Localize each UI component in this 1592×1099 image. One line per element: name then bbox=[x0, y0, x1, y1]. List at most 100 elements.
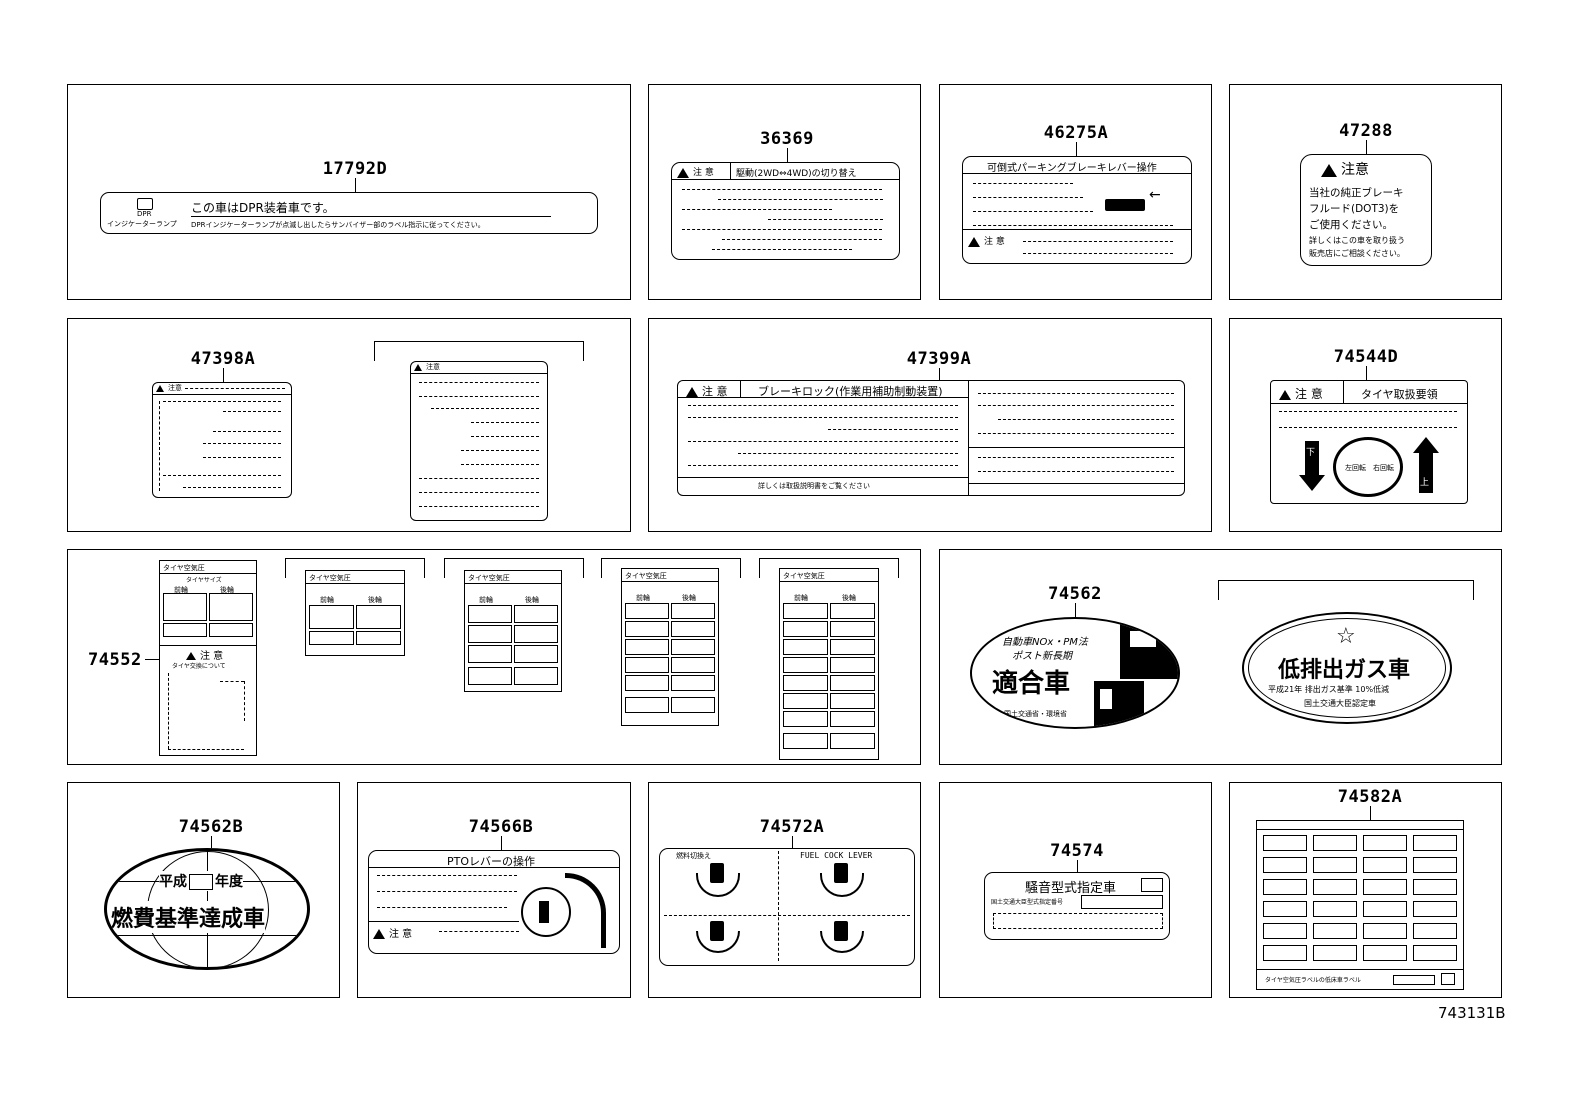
label-74572A: 燃料切換え FUEL COCK LEVER bbox=[659, 848, 915, 966]
part-number: 74572A bbox=[759, 817, 825, 837]
variant-bracket bbox=[285, 558, 425, 578]
label-74562B: 平成年度 燃費基準達成車 bbox=[104, 848, 310, 970]
panel-74574: 74574 騒音型式指定車 国土交通大臣型式指定番号 bbox=[939, 782, 1212, 998]
label-footer: 詳しくは取扱説明書をご覧ください bbox=[758, 482, 870, 490]
dial-right: 右回転 bbox=[1373, 464, 1394, 472]
star-icon: ☆ bbox=[1336, 624, 1356, 649]
variant-bracket bbox=[374, 341, 584, 361]
part-number: 74544D bbox=[1333, 347, 1399, 367]
label-title: タイヤ空気圧 bbox=[163, 564, 205, 572]
dpr-lamp-icon bbox=[137, 198, 153, 210]
text-line-4: 詳しくはこの車を取り扱う bbox=[1309, 236, 1405, 245]
arrow-text-down: 下 bbox=[1306, 448, 1316, 458]
part-number: 36369 bbox=[760, 129, 814, 149]
label-47398A-variant: 注意 bbox=[410, 361, 548, 521]
text-line-1: 自動車NOx・PM法 bbox=[1002, 637, 1088, 648]
leader-line bbox=[1366, 140, 1367, 154]
warning-icon bbox=[414, 363, 422, 371]
panel-46275A: 46275A 可倒式パーキングブレーキレバー操作 ← 注 意 bbox=[939, 84, 1212, 300]
leader-line bbox=[787, 148, 788, 162]
label-big-text: 適合車 bbox=[992, 669, 1071, 699]
caution-badge: 注 意 bbox=[677, 165, 714, 178]
label-74574: 騒音型式指定車 国土交通大臣型式指定番号 bbox=[984, 872, 1170, 940]
caution-badge: 注 意 bbox=[968, 234, 1005, 247]
label-title: タイヤ空気圧 bbox=[309, 574, 351, 582]
warning-icon bbox=[968, 236, 980, 247]
label-74562: 自動車NOx・PM法 ポスト新長期 適合車 国土交通省・環境省 bbox=[970, 617, 1180, 729]
part-number: 47398A bbox=[190, 349, 256, 369]
panel-74562B: 74562B 平成年度 燃費基準達成車 bbox=[67, 782, 340, 998]
label-title: ブレーキロック(作業用補助制動装置) bbox=[758, 385, 943, 398]
warning-icon bbox=[156, 384, 164, 392]
part-number: 74574 bbox=[1050, 841, 1104, 861]
part-number: 74562B bbox=[178, 817, 244, 837]
down-arrow-icon bbox=[1305, 441, 1319, 479]
panel-17792D: 17792D DPR インジケーターランプ この車はDPR装着車です。 DPRイ… bbox=[67, 84, 631, 300]
label-74582A: タイヤ空気圧ラベルの低床車ラベル bbox=[1256, 820, 1464, 990]
label-title: 可倒式パーキングブレーキレバー操作 bbox=[987, 163, 1157, 174]
label-47399A: 注 意 ブレーキロック(作業用補助制動装置) 詳しくは取扱説明書をご覧ください bbox=[677, 380, 1185, 496]
dial-left: 左回転 bbox=[1345, 464, 1366, 472]
panel-74562: 74562 自動車NOx・PM法 ポスト新長期 適合車 国土交通省・環境省 ☆ … bbox=[939, 549, 1502, 765]
part-number: 47399A bbox=[906, 349, 972, 369]
label-74552-v1: タイヤ空気圧 前輪 後輪 bbox=[305, 570, 405, 656]
part-number: 74566B bbox=[468, 817, 534, 837]
label-title: タイヤ取扱要領 bbox=[1361, 388, 1438, 401]
panel-74544D: 74544D 注 意 タイヤ取扱要領 下 左回転 右回転 上 bbox=[1229, 318, 1502, 532]
label-17792D: DPR インジケーターランプ この車はDPR装着車です。 DPRインジケーターラ… bbox=[100, 192, 598, 234]
label-74552: タイヤ空気圧 タイヤサイズ 前輪 後輪 注 意 タイヤ交換について bbox=[159, 560, 257, 756]
front-header: 前輪 bbox=[636, 594, 650, 602]
panel-74582A: 74582A タイヤ空気圧ラベルの低床車ラベル bbox=[1229, 782, 1502, 998]
text-line-2: 国土交通大臣認定車 bbox=[1304, 699, 1376, 708]
caution-badge: 注 意 bbox=[686, 383, 728, 399]
label-title: この車はDPR装着車です。 bbox=[191, 201, 335, 215]
label-big-text: 燃費基準達成車 bbox=[111, 901, 266, 933]
label-74552-v4: タイヤ空気圧 前輪 後輪 bbox=[779, 568, 879, 760]
leader-line bbox=[1366, 366, 1367, 380]
label-74552-v3: タイヤ空気圧 前輪 後輪 bbox=[621, 568, 719, 726]
text-line-2: ポスト新長期 bbox=[1012, 651, 1072, 662]
warning-icon bbox=[186, 652, 196, 660]
leader-line bbox=[1077, 860, 1078, 872]
panel-47288: 47288 注意 当社の純正ブレーキ フルード(DOT3)を ご使用ください。 … bbox=[1229, 84, 1502, 300]
number-blank bbox=[1141, 878, 1163, 892]
warning-icon bbox=[677, 167, 689, 178]
part-number: 47288 bbox=[1339, 121, 1393, 141]
diagram-id: 743131B bbox=[1438, 1004, 1506, 1022]
caution-badge: 注 意 bbox=[186, 647, 223, 662]
label-footer: タイヤ空気圧ラベルの低床車ラベル bbox=[1265, 977, 1361, 984]
part-number: 46275A bbox=[1043, 123, 1109, 143]
label-74552-v2: タイヤ空気圧 前輪 後輪 bbox=[464, 570, 562, 692]
label-47288: 注意 当社の純正ブレーキ フルード(DOT3)を ご使用ください。 詳しくはこの… bbox=[1300, 154, 1432, 266]
panel-47399A: 47399A 注 意 ブレーキロック(作業用補助制動装置) 詳しくは取扱説明書を… bbox=[648, 318, 1212, 532]
caution-badge: 注 意 bbox=[373, 925, 412, 940]
front-header: 前輪 bbox=[479, 596, 493, 604]
label-title: 騒音型式指定車 bbox=[1025, 881, 1117, 896]
label-title: PTOレバーの操作 bbox=[447, 855, 536, 868]
rear-header: 後輪 bbox=[842, 594, 856, 602]
caution-heading: 注意 bbox=[1321, 159, 1369, 179]
leader-line bbox=[792, 836, 793, 850]
caution-badge: 注意 bbox=[414, 362, 440, 372]
label-title: タイヤ空気圧 bbox=[625, 572, 667, 580]
leader-line bbox=[1075, 603, 1076, 617]
size-header: タイヤサイズ bbox=[186, 577, 222, 584]
label-body: DPRインジケーターランプが点滅し出したらサンバイザー部のラベル指示に従ってくだ… bbox=[191, 221, 485, 229]
label-footer: 国土交通省・環境省 bbox=[1004, 710, 1067, 718]
leader-line bbox=[355, 178, 356, 192]
variant-bracket bbox=[444, 558, 584, 578]
warning-icon bbox=[373, 929, 385, 939]
title-left: 燃料切換え bbox=[676, 852, 711, 860]
text-line-3: ご使用ください。 bbox=[1309, 219, 1393, 231]
panel-36369: 36369 注 意 駆動(2WD⇔4WD)の切り替え bbox=[648, 84, 921, 300]
text-line-1: 平成21年 排出ガス基準 10%低減 bbox=[1268, 685, 1390, 694]
front-header: 前輪 bbox=[320, 596, 334, 604]
front-header: 前輪 bbox=[174, 586, 188, 594]
rear-header: 後輪 bbox=[525, 596, 539, 604]
icon-caption-1: DPR bbox=[137, 210, 152, 218]
panel-47398A: 47398A 注意 注意 bbox=[67, 318, 631, 532]
part-number: 74552 bbox=[88, 650, 142, 670]
leader-line bbox=[211, 836, 212, 848]
label-74544D: 注 意 タイヤ取扱要領 下 左回転 右回転 上 bbox=[1270, 380, 1468, 504]
warning-icon bbox=[1279, 389, 1291, 400]
